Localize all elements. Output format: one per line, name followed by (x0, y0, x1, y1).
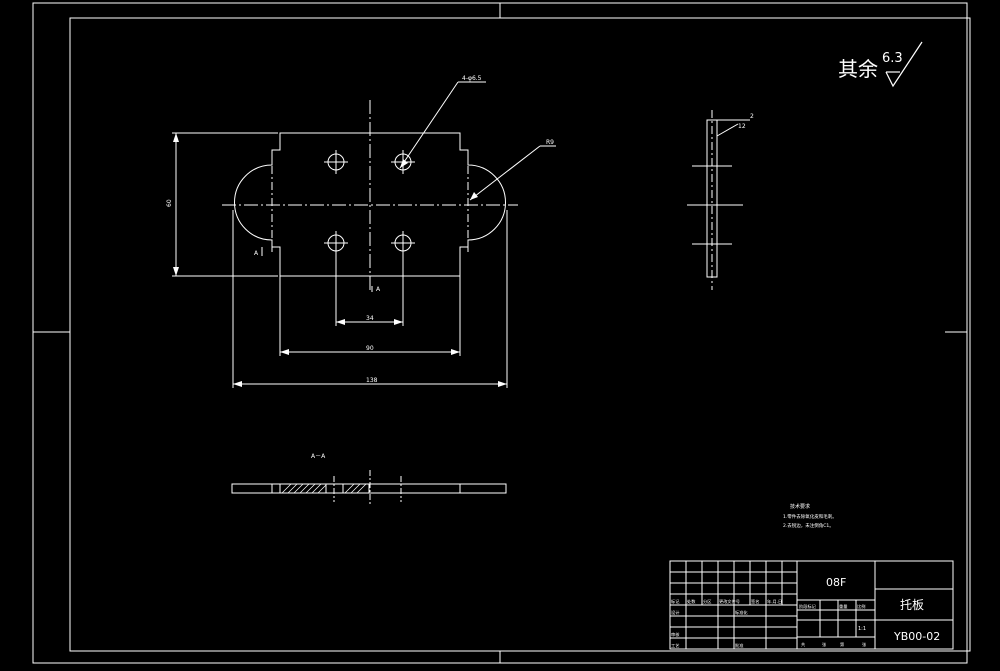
sheet-unit-label-1: 张 (822, 641, 827, 648)
header-label-1: 标记 (671, 598, 680, 605)
inner-dim-text: 90 (366, 345, 374, 352)
sheet-unit-label-2: 张 (862, 641, 867, 648)
tech-req-item-2: 2.去锐边，未注倒角C1。 (783, 522, 834, 529)
roughness-label: 其余 (838, 57, 878, 81)
hole-top-left (324, 150, 348, 174)
sheet-total-label: 共 (801, 641, 805, 648)
header-label-5: 签名 (751, 598, 759, 605)
roughness-value: 6.3 (882, 51, 903, 66)
header-label-3: 分区 (703, 598, 711, 605)
section-marker-bottom: A (376, 286, 381, 293)
row-label-review: 审核 (671, 631, 680, 638)
title-block (669, 560, 954, 650)
section-hatch-right (342, 483, 370, 494)
row-label-process: 工艺 (671, 643, 679, 648)
stage-label-scale: 比例 (857, 603, 865, 610)
header-label-2: 处数 (687, 598, 696, 605)
scale-text: 1:1 (858, 626, 866, 632)
holes-callout: 4-φ6.5 (462, 75, 482, 82)
holes-leader-line (399, 81, 459, 169)
material-text: 08F (826, 576, 846, 589)
tech-req-title: 技术要求 (790, 503, 810, 510)
thickness-text: 2 (750, 113, 754, 120)
section-title: A－A (311, 453, 326, 460)
spacing-dim-text: 34 (366, 315, 374, 322)
outer-frame (32, 2, 968, 664)
stage-label-weight: 重量 (839, 603, 847, 610)
roughness-symbol (885, 41, 923, 88)
side-callout-text: 12 (738, 123, 746, 130)
row-label-approve: 批准 (735, 642, 743, 649)
inner-border (69, 17, 971, 652)
radius-callout: R9 (546, 139, 554, 146)
height-dim-text: 60 (166, 199, 173, 207)
row-label-standard: 标准化 (735, 609, 748, 616)
part-name: 托板 (900, 598, 924, 612)
section-marker-left: A (254, 250, 259, 257)
drawing-number: YB00-02 (893, 630, 940, 643)
header-label-6: 年.月.日 (767, 598, 782, 605)
side-callout-leader (716, 123, 739, 137)
overall-dim-text: 138 (366, 377, 378, 384)
header-label-4: 更改文件号 (719, 598, 740, 605)
radius-leader-line (469, 145, 541, 201)
row-label-design: 设计 (671, 609, 679, 616)
tech-req-item-1: 1.零件去除氧化皮和毛刺。 (783, 513, 837, 520)
sheet-current-label: 第 (840, 641, 844, 648)
stage-label-mark: 阶段标记 (799, 603, 817, 610)
